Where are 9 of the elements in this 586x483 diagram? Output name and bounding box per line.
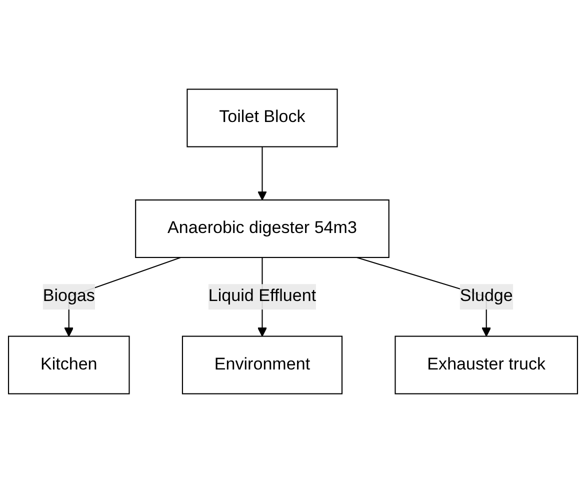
node-box: Anaerobic digester 54m3: [135, 199, 390, 258]
node-box: Kitchen: [8, 336, 130, 394]
edge-label: Liquid Effluent: [208, 287, 316, 306]
edge-label: Sludge: [460, 287, 513, 306]
edge-label: Biogas: [42, 287, 95, 306]
node-box: Environment: [182, 336, 343, 394]
node-box: Toilet Block: [186, 88, 338, 148]
arrow: [258, 146, 267, 200]
node-box: Exhauster truck: [394, 336, 578, 394]
